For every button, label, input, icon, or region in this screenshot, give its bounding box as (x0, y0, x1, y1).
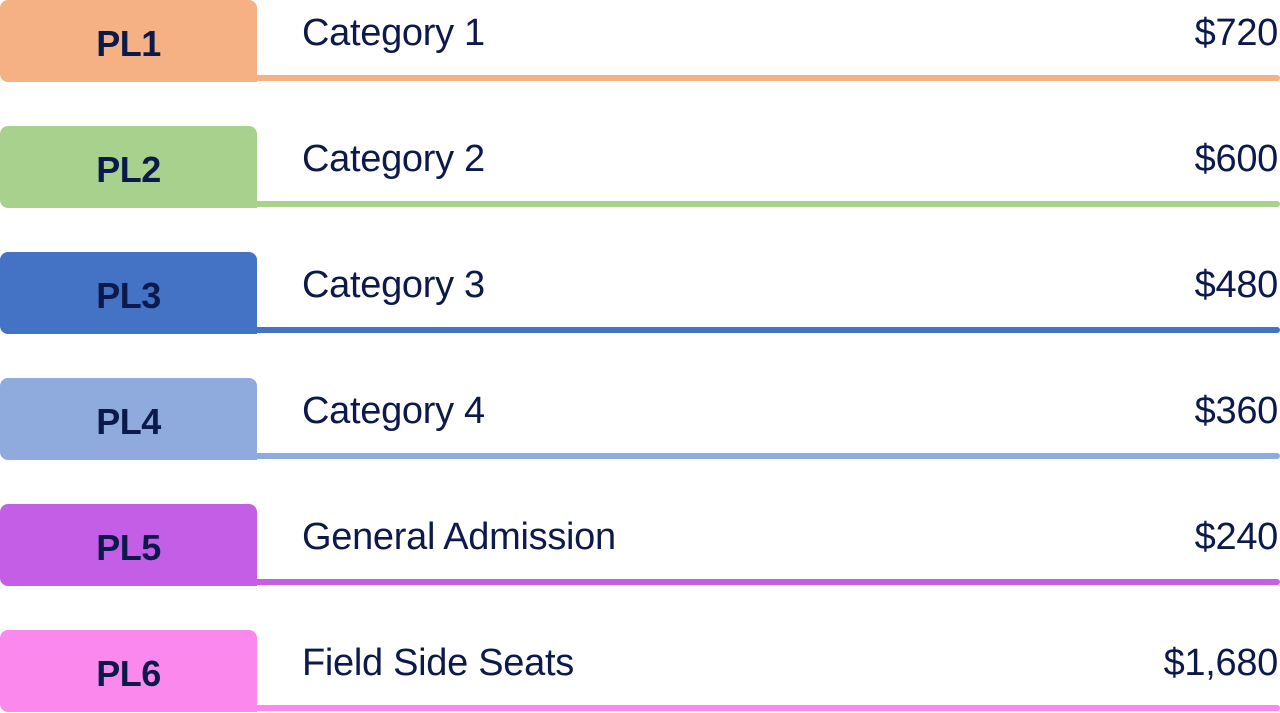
price-level-badge: PL1 (0, 0, 257, 82)
category-name: General Admission (302, 516, 616, 558)
row-underline (250, 453, 1280, 459)
category-price: $600 (1194, 138, 1279, 180)
price-row: PL2 Category 2 $600 (0, 126, 1280, 208)
price-row: PL5 General Admission $240 (0, 504, 1280, 586)
category-price: $240 (1194, 516, 1279, 558)
category-name: Category 3 (302, 264, 485, 306)
category-name: Field Side Seats (302, 642, 574, 684)
category-price: $360 (1194, 390, 1279, 432)
row-underline (250, 579, 1280, 585)
price-level-code: PL2 (96, 149, 161, 190)
price-row: PL3 Category 3 $480 (0, 252, 1280, 334)
price-level-code: PL5 (96, 527, 161, 568)
price-level-badge: PL5 (0, 504, 257, 586)
price-level-badge: PL6 (0, 630, 257, 712)
category-name: Category 1 (302, 12, 485, 54)
price-level-code: PL1 (96, 23, 161, 64)
price-level-badge: PL4 (0, 378, 257, 460)
row-underline (250, 705, 1280, 711)
row-underline (250, 327, 1280, 333)
price-row: PL6 Field Side Seats $1,680 (0, 630, 1280, 712)
category-price: $480 (1194, 264, 1279, 306)
price-row: PL1 Category 1 $720 (0, 0, 1280, 82)
category-price: $1,680 (1163, 642, 1279, 684)
row-underline (250, 75, 1280, 81)
row-underline (250, 201, 1280, 207)
category-name: Category 4 (302, 390, 485, 432)
price-level-code: PL3 (96, 275, 161, 316)
price-row: PL4 Category 4 $360 (0, 378, 1280, 460)
category-name: Category 2 (302, 138, 485, 180)
price-level-code: PL4 (96, 401, 161, 442)
category-price: $720 (1194, 12, 1279, 54)
price-level-badge: PL2 (0, 126, 257, 208)
price-level-badge: PL3 (0, 252, 257, 334)
price-level-code: PL6 (96, 653, 161, 694)
